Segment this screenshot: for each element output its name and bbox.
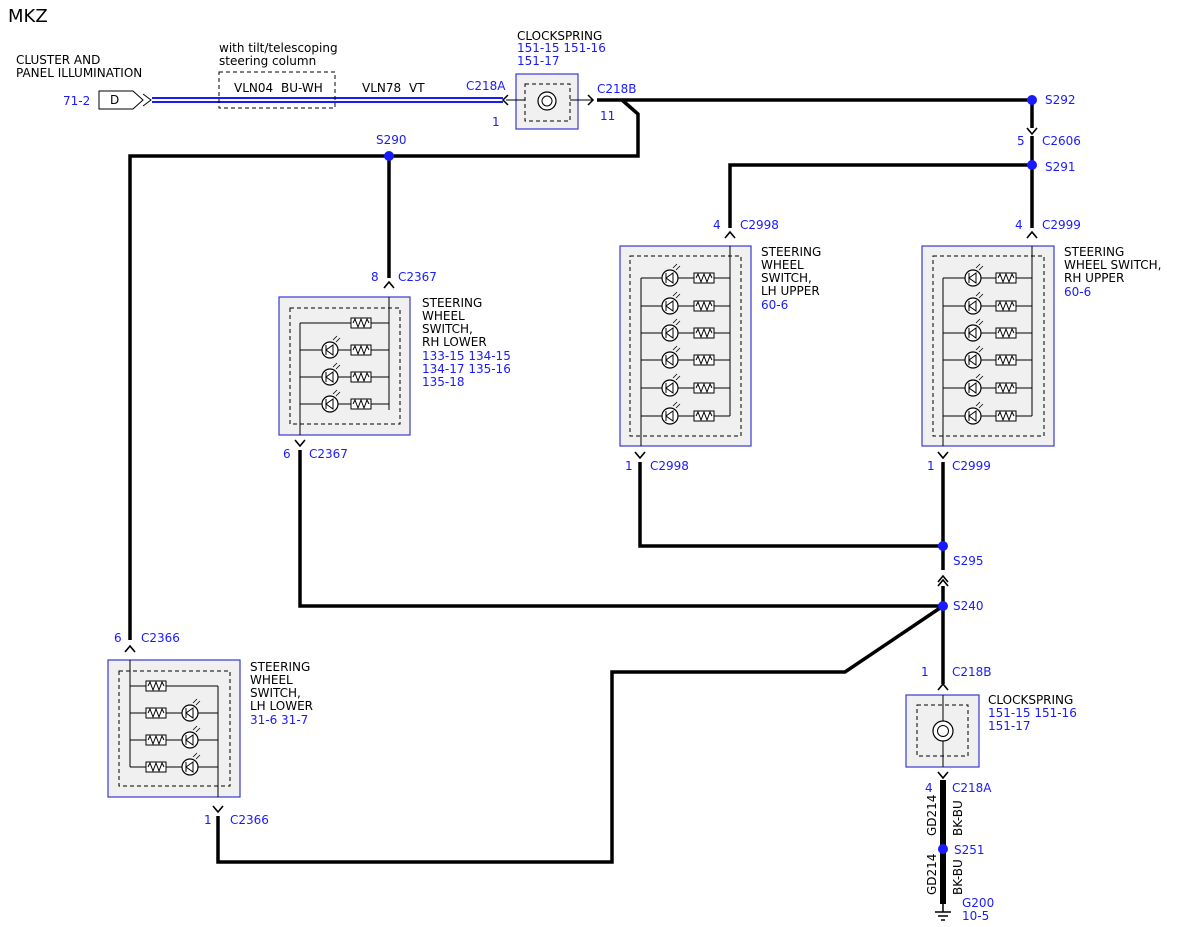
lh-lower-name3: SWITCH, <box>250 686 301 700</box>
rh-lower-name1: STEERING <box>422 296 482 310</box>
rh-upper-name3: RH UPPER <box>1064 271 1124 285</box>
clockspring-bot-bot-pin: 4 <box>925 781 933 795</box>
ground-wire-color-2: BK-BU <box>951 859 965 895</box>
rh-lower-name3: SWITCH, <box>422 322 473 336</box>
rh-lower-top-pin: 8 <box>371 270 379 284</box>
rh-lower-bot-pin: 6 <box>283 447 291 461</box>
option-line2: steering column <box>219 54 316 68</box>
clockspring-top-pin-right: 11 <box>600 109 615 123</box>
splice-s240[interactable] <box>938 601 948 611</box>
ground-ref[interactable]: 10-5 <box>962 909 989 923</box>
splice-s291[interactable] <box>1027 160 1037 170</box>
lh-upper-name3: SWITCH, <box>761 271 812 285</box>
rh-upper-refs1[interactable]: 60-6 <box>1064 285 1091 299</box>
clockspring-top-label: CLOCKSPRING <box>517 29 602 43</box>
ground-wire-circuit-1: GD214 <box>925 795 939 836</box>
source-ref[interactable]: 71-2 <box>63 94 90 108</box>
rh-lower-refs2[interactable]: 134-17 135-16 <box>422 362 511 376</box>
clockspring-top-conn-right[interactable]: C218B <box>597 82 637 96</box>
splice-s290-label[interactable]: S290 <box>376 133 407 147</box>
lh-upper-bot-conn[interactable]: C2998 <box>650 459 689 473</box>
clockspring-top-conn-left[interactable]: C218A <box>466 79 506 93</box>
rh-lower-refs3[interactable]: 135-18 <box>422 375 465 389</box>
lh-lower-name2: WHEEL <box>250 673 293 687</box>
lh-lower-bot-pin: 1 <box>204 813 212 827</box>
ground-name[interactable]: G200 <box>962 896 994 910</box>
splice-s292[interactable] <box>1027 95 1037 105</box>
rh-lower-name4: RH LOWER <box>422 335 487 349</box>
clockspring-bot-top-conn[interactable]: C218B <box>952 665 992 679</box>
rh-lower-top-conn[interactable]: C2367 <box>398 270 437 284</box>
option-color: BU-WH <box>281 81 323 95</box>
lh-upper-internals <box>640 246 731 446</box>
source-label-line2: PANEL ILLUMINATION <box>16 66 142 80</box>
option-box <box>218 71 336 109</box>
clockspring-top-refs1[interactable]: 151-15 151-16 <box>517 41 606 55</box>
splice-s295-label[interactable]: S295 <box>953 554 984 568</box>
lh-lower-name4: LH LOWER <box>250 699 313 713</box>
wire-c218b-c2366[interactable] <box>128 98 640 640</box>
ground-wire-circuit-2: GD214 <box>925 854 939 895</box>
clockspring-bot-refs1[interactable]: 151-15 151-16 <box>988 706 1077 720</box>
rh-upper-bot-pin: 1 <box>927 459 935 473</box>
lh-lower-top-pin: 6 <box>114 631 122 645</box>
main-wire-color: VT <box>409 81 425 95</box>
rh-upper-top-conn[interactable]: C2999 <box>1042 218 1081 232</box>
clockspring-bot-refs2[interactable]: 151-17 <box>988 719 1031 733</box>
source-label-line1: CLUSTER AND <box>16 53 100 67</box>
splice-s295[interactable] <box>938 541 948 551</box>
wire-c2367-s240[interactable] <box>298 450 943 608</box>
clockspring-top-refs2[interactable]: 151-17 <box>517 54 560 68</box>
splice-s240-label[interactable]: S240 <box>953 599 984 613</box>
source-connector <box>98 90 144 110</box>
c2606-pin: 5 <box>1017 134 1025 148</box>
splice-s292-label[interactable]: S292 <box>1045 93 1076 107</box>
lh-upper-name1: STEERING <box>761 245 821 259</box>
clockspring-bot-bot-conn[interactable]: C218A <box>952 781 992 795</box>
lh-upper-name4: LH UPPER <box>761 284 820 298</box>
rh-lower-name2: WHEEL <box>422 309 465 323</box>
lh-lower-bot-conn[interactable]: C2366 <box>230 813 269 827</box>
rh-upper-internals <box>942 246 1033 446</box>
option-line1: with tilt/telescoping <box>219 41 338 55</box>
splice-s251[interactable] <box>938 844 948 854</box>
ground-icon <box>935 904 951 921</box>
clockspring-bot-label: CLOCKSPRING <box>988 693 1073 707</box>
wire-s240-c2366[interactable] <box>216 604 944 864</box>
splice-s251-label[interactable]: S251 <box>954 843 985 857</box>
lh-lower-switch[interactable] <box>107 659 241 798</box>
rh-upper-bot-conn[interactable]: C2999 <box>952 459 991 473</box>
rh-lower-bot-conn[interactable]: C2367 <box>309 447 348 461</box>
wire-s291-c2998[interactable] <box>728 163 1032 228</box>
lh-lower-name1: STEERING <box>250 660 310 674</box>
lh-lower-refs1[interactable]: 31-6 31-7 <box>250 713 308 727</box>
wire-c2998-s295[interactable] <box>638 462 943 548</box>
lh-upper-top-pin: 4 <box>713 218 721 232</box>
rh-upper-name1: STEERING <box>1064 245 1124 259</box>
clockspring-top-pin-left: 1 <box>492 115 500 129</box>
page-title: MKZ <box>8 6 48 27</box>
lh-upper-top-conn[interactable]: C2998 <box>740 218 779 232</box>
lh-upper-bot-pin: 1 <box>625 459 633 473</box>
splice-s291-label[interactable]: S291 <box>1045 160 1076 174</box>
rh-upper-name2: WHEEL SWITCH, <box>1064 258 1161 272</box>
source-pin: D <box>110 93 119 107</box>
lh-upper-name2: WHEEL <box>761 258 804 272</box>
rh-lower-switch[interactable] <box>278 296 411 436</box>
main-wire-circuit: VLN78 <box>362 81 401 95</box>
lh-upper-switch[interactable] <box>619 245 752 447</box>
lh-lower-internals <box>129 660 219 797</box>
rh-upper-top-pin: 4 <box>1015 218 1023 232</box>
lh-upper-refs1[interactable]: 60-6 <box>761 298 788 312</box>
rh-lower-refs1[interactable]: 133-15 134-15 <box>422 349 511 363</box>
splice-s290[interactable] <box>384 151 394 161</box>
clockspring-bot-top-pin: 1 <box>921 665 929 679</box>
lh-lower-top-conn[interactable]: C2366 <box>141 631 180 645</box>
c2606-conn[interactable]: C2606 <box>1042 134 1081 148</box>
ground-wire-color-1: BK-BU <box>951 800 965 836</box>
rh-lower-internals <box>299 297 390 435</box>
option-circuit: VLN04 <box>234 81 273 95</box>
